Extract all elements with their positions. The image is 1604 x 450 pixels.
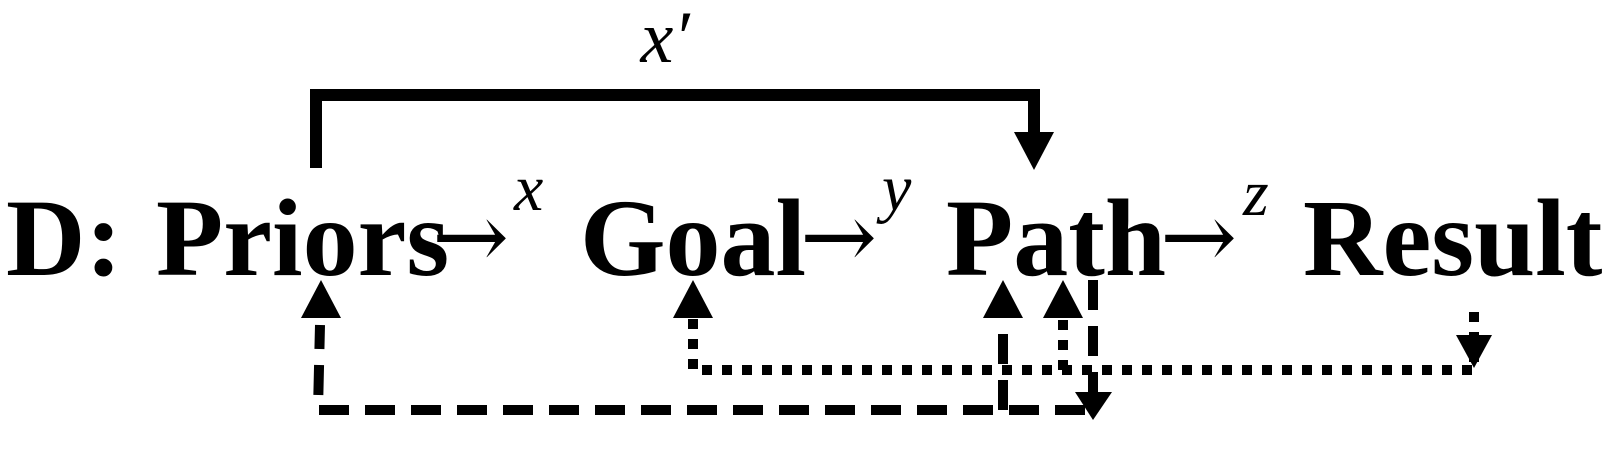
top-edge-label: x′: [639, 0, 691, 79]
dashed-arrowhead-priors: [301, 280, 341, 318]
dotted-feedback-line: [688, 312, 1479, 375]
node-priors: Priors: [156, 177, 449, 299]
dashed-feedback-loop: [312, 280, 1098, 415]
node-result: Result: [1303, 177, 1603, 299]
edge-label-z: z: [1242, 157, 1269, 230]
dotted-arrowhead-path: [1043, 280, 1083, 318]
arrow-priors-goal: →: [432, 183, 509, 290]
dashed-arrowhead-path: [983, 280, 1023, 318]
edge-label-x: x: [513, 152, 543, 225]
top-bracket-arrowhead: [1014, 132, 1054, 170]
dotted-arrowhead-result: [1456, 335, 1492, 368]
diagram-prefix: D:: [6, 177, 122, 299]
node-path: Path: [946, 177, 1166, 299]
dotted-arrowhead-goal: [673, 280, 713, 318]
top-bracket-line: [310, 89, 1040, 168]
dashed-arrowhead-corner: [1075, 392, 1112, 420]
arrow-path-result: →: [1160, 183, 1237, 290]
arrow-goal-path: →: [800, 183, 877, 290]
node-goal: Goal: [580, 177, 806, 299]
edge-label-y: y: [876, 152, 912, 225]
